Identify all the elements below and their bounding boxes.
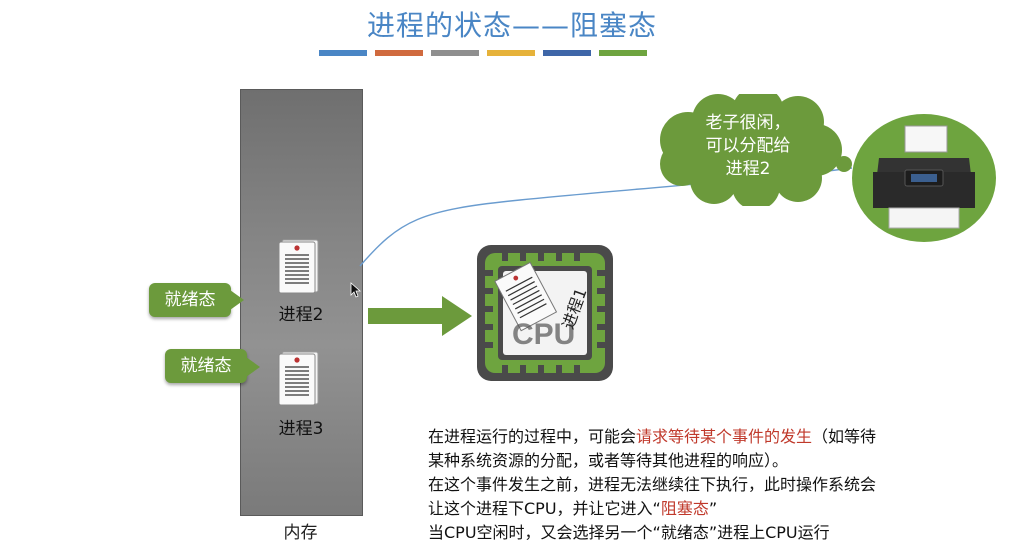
process3-state-badge: 就绪态 bbox=[165, 349, 247, 383]
slide-title: 进程的状态——阻塞态 bbox=[366, 9, 657, 42]
title-stripe-2 bbox=[375, 50, 423, 56]
printer-icon[interactable] bbox=[851, 112, 997, 244]
title-stripe-4 bbox=[487, 50, 535, 56]
process3-state-badge-pointer bbox=[246, 357, 260, 377]
title-stripe-3 bbox=[431, 50, 479, 56]
cloud-line-1: 老子很闲， bbox=[705, 113, 791, 133]
right-arrow-icon bbox=[368, 296, 472, 336]
explanation-highlight-request: 请求等待某个事件的发生 bbox=[636, 427, 813, 446]
process2-document-icon[interactable] bbox=[278, 238, 320, 294]
title-stripe-1 bbox=[319, 50, 367, 56]
explanation-highlight-blocked: 阻塞态 bbox=[660, 499, 709, 518]
title-stripe-6 bbox=[599, 50, 647, 56]
memory-block bbox=[240, 89, 363, 516]
process3-label: 进程3 bbox=[278, 419, 324, 439]
explanation-line-5: 当CPU空闲时，又会选择另一个“就绪态”进程上CPU运行 bbox=[428, 523, 830, 542]
explanation-line-1-a: 在进程运行的过程中，可能会 bbox=[428, 427, 637, 446]
thought-cloud bbox=[660, 94, 865, 206]
cloud-line-3: 进程2 bbox=[725, 159, 771, 179]
title-stripe-5 bbox=[543, 50, 591, 56]
explanation-line-1-b: （如等待 bbox=[812, 427, 877, 446]
memory-label: 内存 bbox=[283, 523, 318, 543]
cloud-line-2: 可以分配给 bbox=[705, 136, 791, 156]
process2-state-badge: 就绪态 bbox=[149, 283, 231, 317]
cpu-chip-icon[interactable]: CPU bbox=[476, 244, 614, 382]
title-underline-stripes bbox=[319, 50, 647, 56]
explanation-line-4: 让这个进程下CPU，并让它进入“阻塞态” bbox=[428, 497, 1018, 521]
process2-state-badge-pointer bbox=[230, 290, 244, 310]
svg-text:CPU: CPU bbox=[512, 318, 575, 351]
explanation-line-3: 在这个事件发生之前，进程无法继续往下执行，此时操作系统会 bbox=[428, 475, 877, 494]
process2-label: 进程2 bbox=[278, 305, 324, 325]
explanation-text: 在进程运行的过程中，可能会请求等待某个事件的发生（如等待 某种系统资源的分配，或… bbox=[428, 425, 1018, 545]
explanation-line-1: 在进程运行的过程中，可能会请求等待某个事件的发生（如等待 bbox=[428, 425, 1018, 449]
explanation-line-4-b: ” bbox=[708, 499, 718, 518]
process3-document-icon[interactable] bbox=[278, 350, 320, 406]
explanation-line-2: 某种系统资源的分配，或者等待其他进程的响应）。 bbox=[428, 451, 789, 470]
mouse-cursor-icon bbox=[350, 282, 362, 298]
explanation-line-4-a: 让这个进程下CPU，并让它进入“ bbox=[428, 499, 661, 518]
